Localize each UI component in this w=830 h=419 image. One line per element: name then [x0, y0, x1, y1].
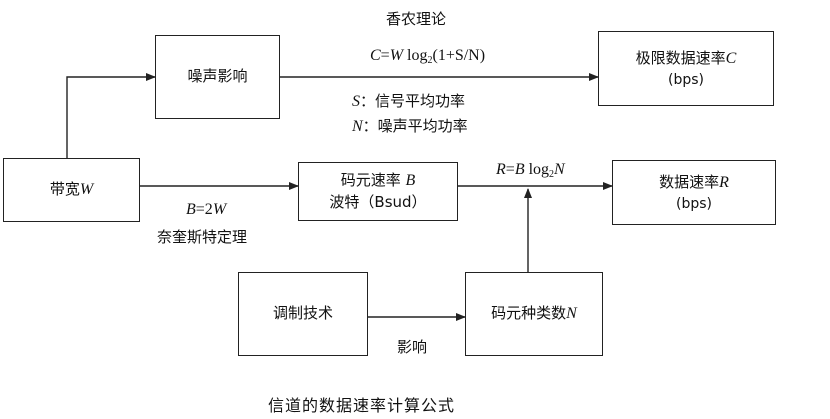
- box-data-rate-var: R: [719, 173, 729, 191]
- box-symbol-rate: 码元速率 B 波特（Bsud）: [298, 162, 458, 221]
- shannon-theory-label: 香农理论: [386, 10, 447, 28]
- shannon-formula-args: (1+S/N): [432, 47, 486, 64]
- box-symbol-rate-var: B: [405, 172, 416, 190]
- box-symbol-types-var: N: [566, 305, 577, 323]
- rate-formula-base: 2: [549, 169, 555, 180]
- noise-power-var: N: [352, 118, 363, 135]
- nyquist-theorem-label: 奈奎斯特定理: [157, 228, 248, 246]
- shannon-formula-base: 2: [427, 55, 433, 66]
- shannon-formula-w: W: [389, 47, 404, 64]
- shannon-formula-lhs: C: [370, 47, 381, 64]
- box-data-rate: 数据速率R (bps): [612, 160, 776, 225]
- data-rate-formula: R=B log2N: [496, 160, 565, 181]
- rate-formula-lhs: R: [496, 161, 506, 178]
- box-data-rate-unit: (bps): [676, 195, 712, 212]
- signal-power-definition: S：信号平均功率: [352, 92, 465, 111]
- rate-formula-n: N: [554, 161, 565, 178]
- arrow-bandwidth-to-noise: [66, 73, 156, 158]
- rate-formula-eq: =: [505, 161, 515, 178]
- box-bandwidth: 带宽W: [3, 158, 140, 222]
- signal-power-var: S: [352, 93, 360, 110]
- rate-formula-b: B: [514, 161, 525, 178]
- shannon-formula-log: log: [403, 47, 428, 64]
- shannon-formula: C=W log2(1+S/N): [370, 46, 485, 67]
- box-symbol-rate-line2: 波特（Bsud）: [329, 193, 427, 212]
- box-bandwidth-label: 带宽: [49, 180, 80, 199]
- box-modulation: 调制技术: [238, 272, 368, 356]
- box-modulation-label: 调制技术: [272, 304, 333, 323]
- noise-power-text: ：噪声平均功率: [362, 117, 468, 135]
- box-max-data-rate-unit: (bps): [668, 71, 704, 88]
- box-noise-effect: 噪声影响: [155, 35, 280, 119]
- box-symbol-rate-label: 码元速率: [340, 171, 401, 190]
- box-noise-effect-label: 噪声影响: [187, 67, 248, 86]
- nyquist-formula-w: W: [212, 201, 227, 218]
- box-max-data-rate-var: C: [725, 49, 737, 67]
- box-bandwidth-var: W: [79, 181, 94, 199]
- diagram-caption: 信道的数据速率计算公式: [268, 396, 456, 415]
- box-max-data-rate: 极限数据速率C (bps): [598, 31, 774, 106]
- nyquist-formula: B=2W: [186, 200, 226, 219]
- shannon-formula-eq: =: [380, 47, 390, 64]
- box-max-data-rate-label: 极限数据速率: [635, 48, 726, 67]
- effect-label: 影响: [397, 338, 428, 356]
- rate-formula-log: log: [524, 161, 550, 178]
- nyquist-formula-lhs: B: [186, 201, 196, 218]
- nyquist-formula-eq: =2: [195, 201, 213, 218]
- box-symbol-types: 码元种类数N: [465, 272, 603, 356]
- box-symbol-types-label: 码元种类数: [491, 304, 567, 323]
- signal-power-text: ：信号平均功率: [360, 92, 466, 110]
- box-data-rate-label: 数据速率: [659, 172, 720, 191]
- noise-power-definition: N：噪声平均功率: [352, 117, 468, 136]
